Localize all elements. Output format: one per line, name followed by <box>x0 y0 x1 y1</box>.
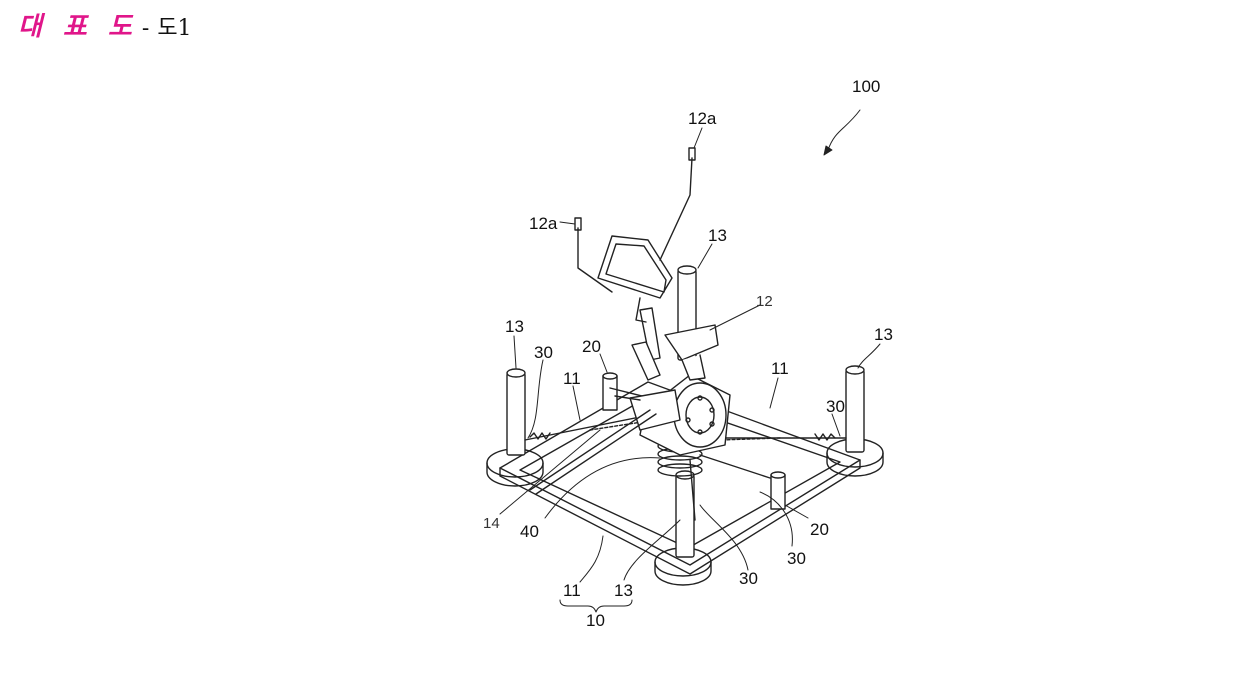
label-13-back: 13 <box>708 226 727 245</box>
label-30-right: 30 <box>826 397 845 416</box>
label-20-right: 20 <box>810 520 829 539</box>
label-30-front: 30 <box>739 569 758 588</box>
label-10: 10 <box>586 611 605 630</box>
label-11-front: 11 <box>563 581 581 600</box>
label-30-left: 30 <box>534 343 553 362</box>
label-20-left: 20 <box>582 337 601 356</box>
label-11-right: 11 <box>771 359 789 378</box>
label-13-right: 13 <box>874 325 893 344</box>
label-30-front-right: 30 <box>787 549 806 568</box>
label-13-left: 13 <box>505 317 524 336</box>
label-100: 100 <box>852 77 880 96</box>
label-12a-left: 12a <box>529 214 558 233</box>
label-12: 12 <box>756 293 773 310</box>
label-40: 40 <box>520 522 539 541</box>
handlebar <box>575 148 695 322</box>
seat <box>632 308 718 380</box>
label-14: 14 <box>483 515 500 532</box>
mechanism-body <box>615 375 730 455</box>
label-12a-top: 12a <box>688 109 717 128</box>
label-11-left: 11 <box>563 369 581 388</box>
label-13-front: 13 <box>614 581 633 600</box>
